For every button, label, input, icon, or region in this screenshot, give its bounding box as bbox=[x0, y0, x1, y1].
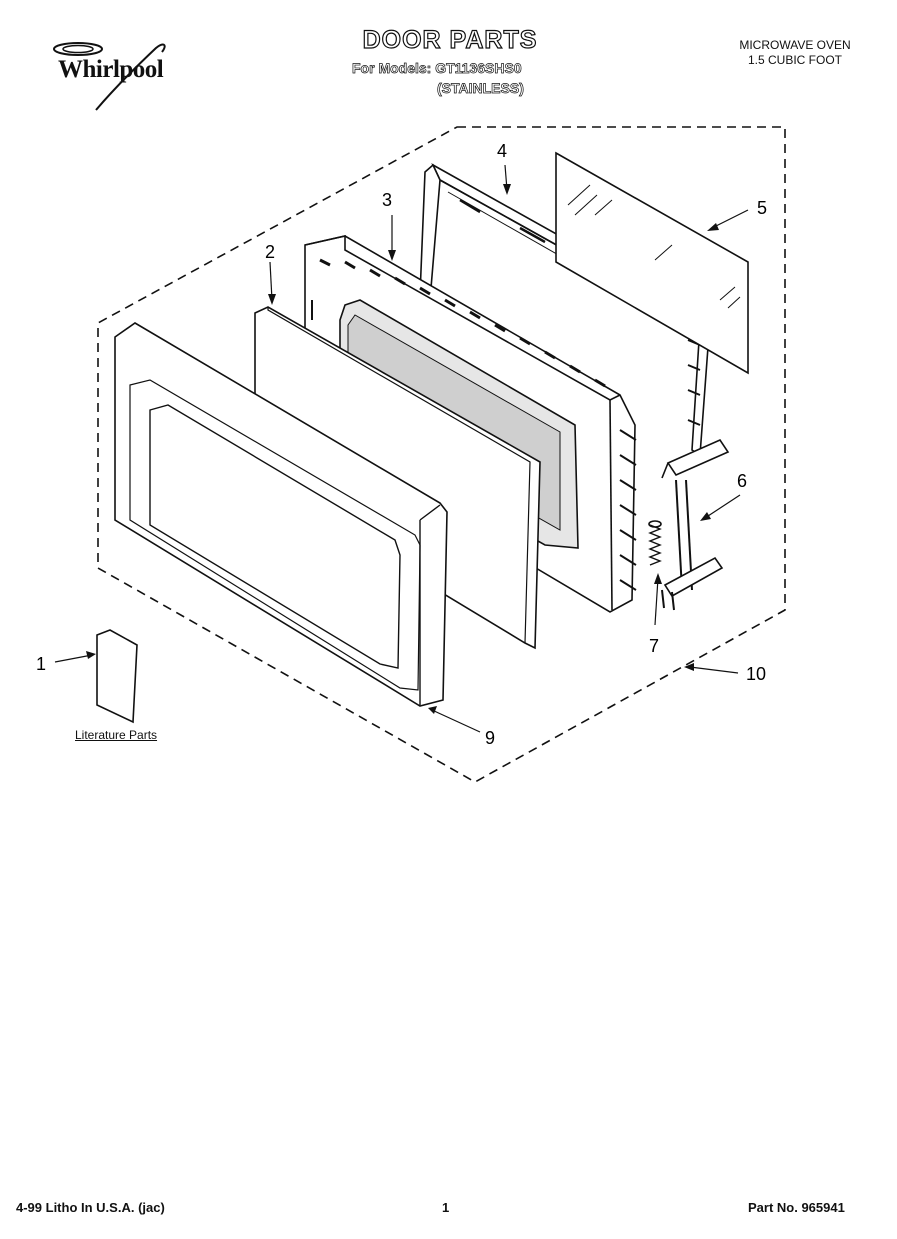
spring-part bbox=[648, 524, 662, 566]
callout-9: 9 bbox=[485, 728, 495, 748]
product-line-2: 1.5 CUBIC FOOT bbox=[747, 53, 842, 67]
footer-print-info: 4-99 Litho In U.S.A. (jac) bbox=[16, 1200, 165, 1215]
callout-4: 4 bbox=[497, 141, 507, 161]
page-title: DOOR PARTS bbox=[362, 25, 538, 54]
product-description: MICROWAVE OVEN 1.5 CUBIC FOOT bbox=[700, 38, 890, 68]
exploded-diagram: 2 3 4 5 6 7 1 9 10 bbox=[36, 126, 786, 783]
callout-10: 10 bbox=[746, 664, 766, 684]
callout-2: 2 bbox=[265, 242, 275, 262]
brand-name: Whirlpool bbox=[58, 56, 164, 83]
callout-7: 7 bbox=[649, 636, 659, 656]
callout-1: 1 bbox=[36, 654, 46, 674]
window-glass-part bbox=[555, 151, 749, 375]
variant-line: (STAINLESS) bbox=[437, 80, 525, 97]
literature-parts-label: Literature Parts bbox=[75, 728, 158, 742]
callout-6: 6 bbox=[737, 471, 747, 491]
whirlpool-logo bbox=[53, 42, 166, 111]
product-line-1: MICROWAVE OVEN bbox=[739, 38, 851, 52]
literature-booklet bbox=[96, 629, 138, 724]
footer-page-number: 1 bbox=[442, 1200, 450, 1215]
callout-3: 3 bbox=[382, 190, 392, 210]
models-line: For Models: GT1136SHS0 bbox=[352, 60, 522, 77]
footer-part-number: Part No. 965941 bbox=[748, 1200, 845, 1215]
door-trim-part bbox=[114, 322, 448, 707]
latch-part bbox=[661, 438, 730, 611]
callout-5: 5 bbox=[757, 198, 767, 218]
